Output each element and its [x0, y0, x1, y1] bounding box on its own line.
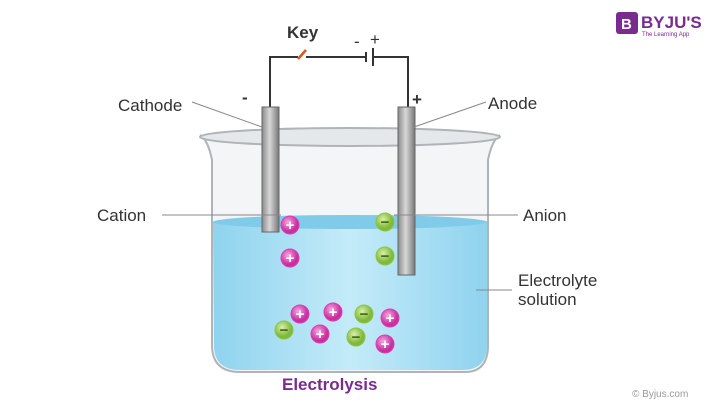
copyright: © Byjus.com: [632, 389, 688, 400]
cation-ion: [310, 324, 330, 344]
cation-ion: [280, 248, 300, 268]
anion-ion: [346, 327, 366, 347]
cathode-sign: -: [242, 88, 248, 107]
electrolyte-label-2: solution: [518, 290, 577, 309]
cathode-electrode: [261, 106, 280, 233]
cation-symbol: +: [329, 304, 338, 321]
cation-symbol: +: [296, 306, 305, 323]
svg-text:The Learning App: The Learning App: [642, 32, 690, 38]
anion-symbol: −: [360, 306, 369, 323]
cation-ion: [290, 304, 310, 324]
svg-text:BYJU'S: BYJU'S: [641, 13, 702, 32]
cation-symbol: +: [381, 336, 390, 353]
anion-symbol: −: [381, 214, 390, 231]
anion-ion: [375, 246, 395, 266]
anion-symbol: −: [352, 329, 361, 346]
anion-label: Anion: [523, 206, 566, 225]
cation-ion: [323, 302, 343, 322]
wire: [269, 56, 409, 110]
anode-leader: [413, 101, 487, 128]
electrolyte-solution: [213, 217, 487, 370]
anion-symbol: −: [381, 248, 390, 265]
diagram-title: Electrolysis: [282, 375, 377, 394]
anion-ion: [375, 212, 395, 232]
anode-electrode: [397, 106, 416, 276]
ions: +++++++−−−−−: [274, 212, 400, 354]
battery-plus: +: [370, 30, 380, 49]
key-switch: [297, 49, 307, 60]
cation-label: Cation: [97, 206, 146, 225]
cation-ion: [280, 215, 300, 235]
cation-ion: [375, 334, 395, 354]
cation-ion: [380, 308, 400, 328]
anode-sign: +: [412, 90, 422, 109]
cathode-leader: [191, 101, 263, 128]
anion-symbol: −: [280, 322, 289, 339]
anode-label: Anode: [488, 94, 537, 113]
battery-minus: -: [354, 32, 360, 51]
cation-symbol: +: [316, 326, 325, 343]
byjus-logo: B BYJU'S The Learning App: [616, 12, 702, 38]
key-label: Key: [287, 23, 319, 42]
cation-symbol: +: [286, 217, 295, 234]
cation-symbol: +: [386, 310, 395, 327]
svg-text:B: B: [621, 16, 632, 33]
cation-symbol: +: [286, 250, 295, 267]
anion-ion: [354, 304, 374, 324]
anion-ion: [274, 320, 294, 340]
electrolyte-label-1: Electrolyte: [518, 271, 597, 290]
cathode-label: Cathode: [118, 96, 182, 115]
